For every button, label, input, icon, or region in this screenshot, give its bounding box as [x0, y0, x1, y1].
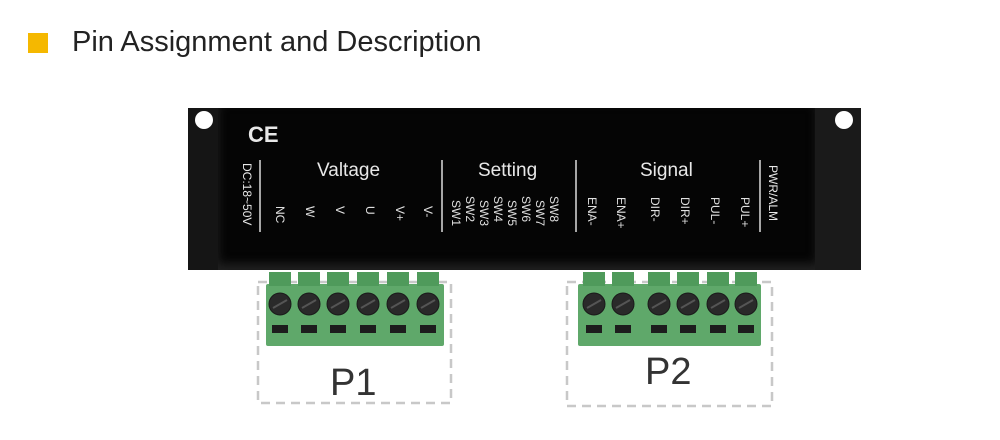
setting-pin-label: SW2	[463, 196, 477, 222]
signal-pin-label: DIR+	[678, 197, 692, 225]
p1-terminal-top	[298, 272, 320, 286]
voltage-section-title: Valtage	[317, 160, 380, 181]
p1-terminal-block	[266, 272, 444, 346]
setting-pin-label: SW6	[519, 196, 533, 222]
p2-terminal-top	[648, 272, 670, 286]
p1-terminal-top	[417, 272, 439, 286]
p2-wire-slot[interactable]	[615, 325, 631, 333]
p2-screw-slot	[710, 299, 726, 309]
setting-section-title: Setting	[478, 160, 537, 181]
driver-device	[188, 108, 861, 270]
p2-wire-slot[interactable]	[651, 325, 667, 333]
p1-terminal-top	[387, 272, 409, 286]
pwr-alm-label: PWR/ALM	[766, 165, 780, 221]
signal-pin-label: PUL+	[738, 197, 752, 227]
voltage-pin-label: V	[333, 206, 347, 214]
setting-pin-label: SW8	[547, 196, 561, 222]
p1-wire-slot[interactable]	[390, 325, 406, 333]
p1-wire-slot[interactable]	[420, 325, 436, 333]
setting-pin-label: SW1	[449, 200, 463, 226]
p1-wire-slot[interactable]	[272, 325, 288, 333]
p1-screw-slot	[330, 299, 346, 309]
voltage-pin-label: NC	[273, 206, 287, 224]
voltage-pin-label: V+	[393, 206, 407, 221]
p1-label: P1	[330, 362, 376, 404]
p1-screw-slot	[360, 299, 376, 309]
ce-mark: CE	[248, 122, 279, 147]
p2-wire-slot[interactable]	[738, 325, 754, 333]
p2-terminal-block	[578, 272, 761, 346]
p2-terminal-top	[583, 272, 605, 286]
p2-screw-slot	[586, 299, 602, 309]
bullet-square-icon	[28, 32, 48, 53]
p2-screw-slot	[615, 299, 631, 309]
voltage-pin-label: U	[363, 206, 377, 215]
mounting-hole-icon	[195, 111, 213, 129]
p2-wire-slot[interactable]	[710, 325, 726, 333]
setting-pin-label: SW3	[477, 200, 491, 226]
page-title: Pin Assignment and Description	[72, 26, 482, 58]
p2-terminal-top	[707, 272, 729, 286]
signal-pin-label: PUL-	[708, 197, 722, 224]
setting-pin-label: SW7	[533, 200, 547, 226]
dc-voltage-label: DC:18~50V	[240, 163, 254, 225]
section-header: Pin Assignment and Description	[28, 26, 481, 59]
p2-terminal-top	[612, 272, 634, 286]
p2-wire-slot[interactable]	[680, 325, 696, 333]
voltage-pin-labels: NC W V U V+ V-	[273, 206, 435, 224]
signal-pin-label: DIR-	[648, 197, 662, 222]
p1-terminal-top	[327, 272, 349, 286]
mounting-hole-icon	[835, 111, 853, 129]
signal-pin-labels: ENA- ENA+ DIR- DIR+ PUL- PUL+	[585, 197, 752, 229]
p2-terminal-top	[677, 272, 699, 286]
p1-wire-slot[interactable]	[330, 325, 346, 333]
signal-section-title: Signal	[640, 160, 693, 181]
device-face	[218, 108, 817, 270]
mounting-ear-left	[188, 108, 220, 270]
signal-pin-label: ENA+	[614, 197, 628, 229]
signal-pin-label: ENA-	[585, 197, 599, 226]
p1-terminal-body	[266, 284, 444, 346]
setting-pin-label: SW4	[491, 196, 505, 222]
p1-dashed-box	[256, 280, 453, 405]
p2-screw-slot	[738, 299, 754, 309]
p1-wire-slot[interactable]	[301, 325, 317, 333]
p1-screw-slot	[301, 299, 317, 309]
p2-wire-slot[interactable]	[586, 325, 602, 333]
p1-terminal-top	[357, 272, 379, 286]
voltage-pin-label: W	[303, 206, 317, 218]
p2-screw-slot	[680, 299, 696, 309]
p1-wire-slot[interactable]	[360, 325, 376, 333]
setting-pin-label: SW5	[505, 200, 519, 226]
p1-screw-slot	[272, 299, 288, 309]
p1-terminal-top	[269, 272, 291, 286]
mounting-ear-right	[815, 108, 861, 270]
p1-screw-slot	[420, 299, 436, 309]
p1-screw-slot	[390, 299, 406, 309]
p2-screw-slot	[651, 299, 667, 309]
p2-label: P2	[645, 351, 691, 393]
p2-terminal-body	[578, 284, 761, 346]
voltage-pin-label: V-	[421, 206, 435, 217]
p2-terminal-top	[735, 272, 757, 286]
